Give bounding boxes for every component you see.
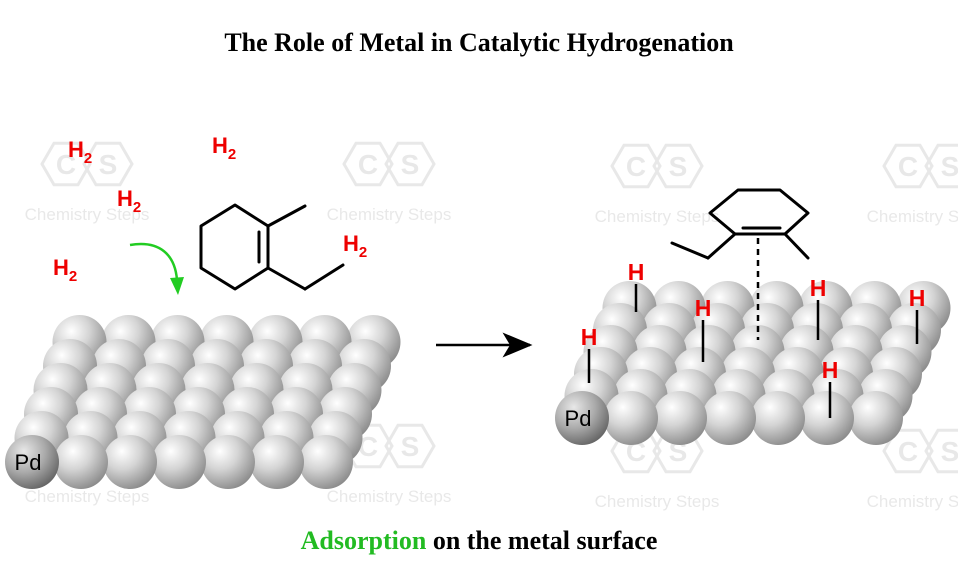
- metal-atom: [751, 391, 805, 445]
- watermark-text: Chemistry Steps: [327, 487, 452, 506]
- adsorbed-h-atom: H: [810, 275, 827, 340]
- svg-text:H: H: [810, 275, 827, 301]
- watermark: CS Chemistry Steps: [867, 143, 958, 226]
- pd-atom: [555, 391, 609, 445]
- svg-text:H: H: [822, 357, 839, 383]
- h2-molecule-label: H2: [343, 231, 367, 261]
- svg-text:S: S: [401, 431, 420, 462]
- svg-text:S: S: [99, 149, 118, 180]
- caption: Adsorption on the metal surface: [0, 526, 958, 556]
- svg-text:H: H: [695, 295, 712, 321]
- svg-text:S: S: [941, 436, 958, 467]
- h2-molecule-label: H2: [117, 186, 141, 216]
- pd-label: Pd: [15, 450, 42, 475]
- adsorbed-h-atom: H: [909, 285, 926, 344]
- watermark-text: Chemistry Steps: [867, 207, 958, 226]
- metal-atom: [299, 435, 353, 489]
- watermark-text: Chemistry Steps: [867, 492, 958, 511]
- svg-text:H: H: [909, 285, 926, 311]
- adsorbed-h-atom: H: [581, 324, 598, 383]
- metal-atom: [201, 435, 255, 489]
- metal-atom: [54, 435, 108, 489]
- watermark-text: Chemistry Steps: [25, 487, 150, 506]
- svg-text:C: C: [626, 151, 646, 182]
- metal-atom: [702, 391, 756, 445]
- right-adsorbed-hydrogens: H H H H H H: [581, 259, 926, 418]
- watermark-text: Chemistry Steps: [25, 205, 150, 224]
- h2-molecule-label: H2: [68, 137, 92, 167]
- metal-atom: [250, 435, 304, 489]
- svg-text:C: C: [358, 431, 378, 462]
- watermark-text: Chemistry Steps: [595, 492, 720, 511]
- svg-text:H: H: [581, 324, 598, 350]
- metal-atom: [800, 391, 854, 445]
- caption-highlight: Adsorption: [300, 526, 427, 555]
- svg-text:H: H: [628, 259, 645, 285]
- svg-text:C: C: [898, 436, 918, 467]
- metal-atom: [103, 435, 157, 489]
- green-approach-arrow: [129, 242, 184, 295]
- h2-molecule-label: H2: [212, 133, 236, 163]
- adsorbed-h-atom: H: [822, 357, 839, 418]
- svg-text:S: S: [669, 151, 688, 182]
- svg-text:S: S: [401, 149, 420, 180]
- watermark-text: Chemistry Steps: [327, 205, 452, 224]
- svg-text:C: C: [898, 151, 918, 182]
- metal-atom: [849, 391, 903, 445]
- metal-atom: [604, 391, 658, 445]
- watermark: CS Chemistry Steps: [867, 428, 958, 511]
- left-metal-surface: Pd: [5, 315, 401, 489]
- svg-text:S: S: [941, 151, 958, 182]
- metal-atom: [152, 435, 206, 489]
- adsorbed-h-atom: H: [695, 295, 712, 362]
- svg-text:C: C: [56, 149, 76, 180]
- caption-rest: on the metal surface: [426, 526, 658, 555]
- metal-atom: [653, 391, 707, 445]
- svg-text:C: C: [358, 149, 378, 180]
- h2-molecule-label: H2: [53, 255, 77, 285]
- adsorbed-h-atom: H: [628, 259, 645, 312]
- right-adsorbed-alkene: [670, 188, 810, 260]
- pd-label: Pd: [565, 406, 592, 431]
- right-metal-surface: Pd: [555, 281, 951, 445]
- page-title: The Role of Metal in Catalytic Hydrogena…: [224, 28, 734, 57]
- left-alkene-molecule: [199, 203, 345, 291]
- pd-atom: [5, 435, 59, 489]
- watermark-text: Chemistry Steps: [595, 207, 720, 226]
